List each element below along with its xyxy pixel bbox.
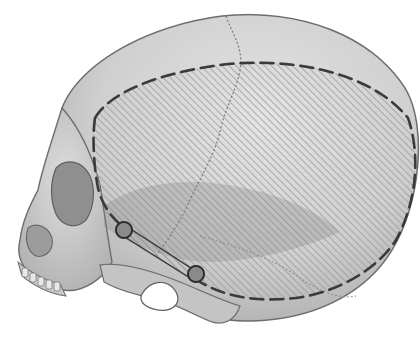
anterior-marker: [116, 222, 132, 238]
posterior-marker: [188, 266, 204, 282]
orbit: [52, 162, 94, 226]
